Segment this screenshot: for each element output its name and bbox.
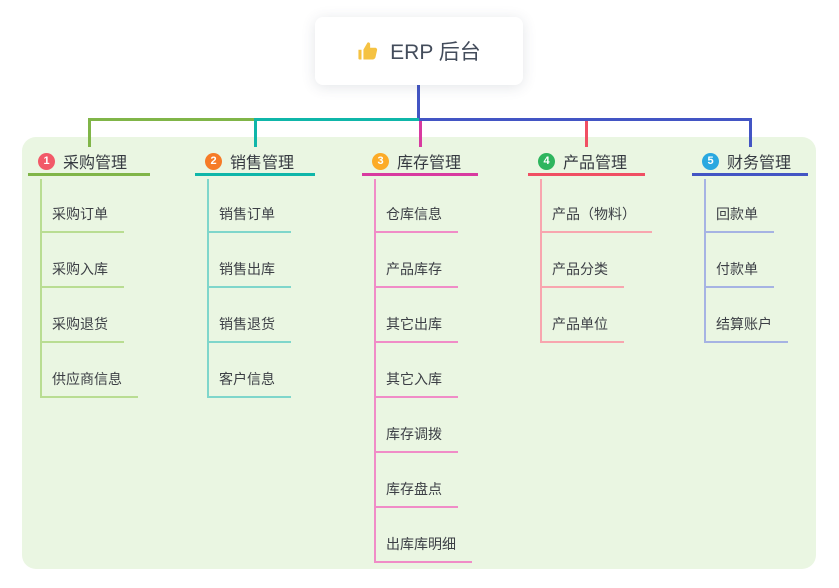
branch-spine-line [374,179,376,563]
subitem-node[interactable]: 出库库明细 [374,536,472,563]
subitem-node[interactable]: 产品（物料） [540,206,652,233]
subitem-node[interactable]: 库存调拨 [374,426,458,453]
branch-label: 产品管理 [563,155,628,172]
connector-bus-segment [418,118,752,121]
subitem-node[interactable]: 供应商信息 [40,371,138,398]
subitem-node[interactable]: 付款单 [704,261,774,288]
subitem-node[interactable]: 产品库存 [374,261,458,288]
subitem-node[interactable]: 采购订单 [40,206,124,233]
thumbs-up-icon [357,40,380,63]
branch-spine-line [540,179,542,343]
connector-branch-drop [87,118,91,147]
subitem-node[interactable]: 其它出库 [374,316,458,343]
branch-badge: 5 [702,152,719,170]
connector-bus-segment [253,118,420,121]
branch-label: 销售管理 [230,155,295,172]
subitem-node[interactable]: 采购入库 [40,261,124,288]
connector-bus-segment [87,118,257,121]
branch-spine-line [704,179,706,343]
subitem-node[interactable]: 采购退货 [40,316,124,343]
subitem-node[interactable]: 结算账户 [704,316,788,343]
subitem-node[interactable]: 销售退货 [207,316,291,343]
subitem-node[interactable]: 产品单位 [540,316,624,343]
connector-branch-drop [253,118,257,147]
subitem-node[interactable]: 回款单 [704,206,774,233]
subitem-node[interactable]: 库存盘点 [374,481,458,508]
subitem-node[interactable]: 销售订单 [207,206,291,233]
connector-branch-drop [748,118,752,147]
branch-badge: 4 [538,152,555,170]
subitem-node[interactable]: 其它入库 [374,371,458,398]
branch-header[interactable]: 2 销售管理 [195,149,315,176]
branch-header[interactable]: 1 采购管理 [28,149,150,176]
branch-header[interactable]: 5 财务管理 [692,149,808,176]
subitem-node[interactable]: 仓库信息 [374,206,458,233]
branch-label: 采购管理 [63,155,128,172]
branch-badge: 3 [372,152,389,170]
branch-badge: 1 [38,152,55,170]
subitem-node[interactable]: 客户信息 [207,371,291,398]
connector-branch-drop [418,121,422,147]
root-title: ERP 后台 [390,41,481,64]
branch-badge: 2 [205,152,222,170]
branch-label: 库存管理 [397,155,462,172]
branch-header[interactable]: 3 库存管理 [362,149,478,176]
branch-spine-line [40,179,42,398]
root-node[interactable]: ERP 后台 [315,17,523,85]
branch-header[interactable]: 4 产品管理 [528,149,645,176]
branches-panel [22,137,816,569]
subitem-node[interactable]: 销售出库 [207,261,291,288]
subitem-node[interactable]: 产品分类 [540,261,624,288]
connector-branch-drop [585,121,588,147]
connector-root-drop [416,85,420,121]
branch-spine-line [207,179,209,398]
branch-label: 财务管理 [727,155,792,172]
